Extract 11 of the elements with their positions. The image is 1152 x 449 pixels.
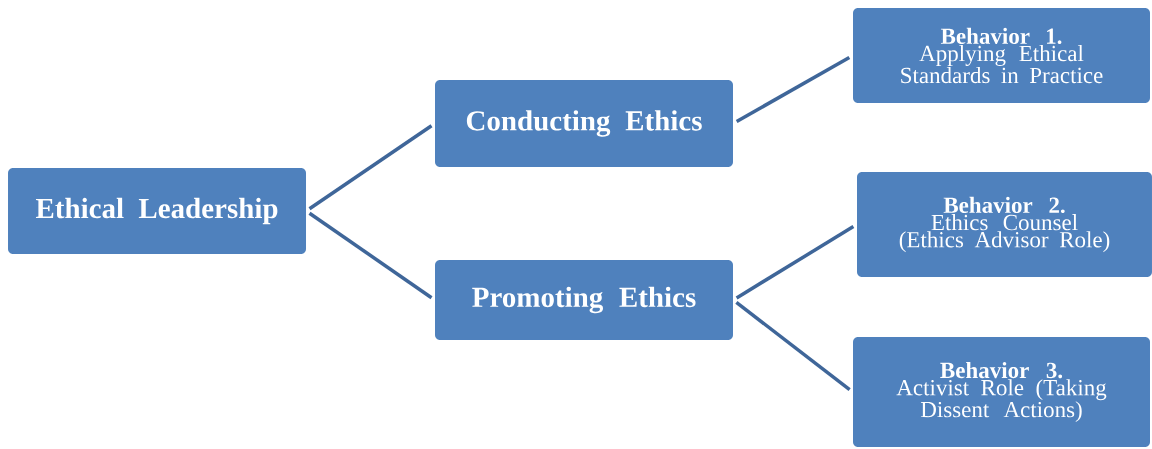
connector-line xyxy=(735,55,851,124)
concept-box: Ethical Leadership xyxy=(8,168,306,254)
connector-line xyxy=(308,124,433,211)
behavior-box: Behavior 3. Activist Role (Taking Dissent Actions) xyxy=(853,337,1150,447)
connector-line xyxy=(308,211,433,300)
behavior-box: Behavior 1. Applying Ethical Standards in Practice xyxy=(853,8,1150,103)
connector-line xyxy=(735,301,851,391)
behavior-box: Behavior 2. Ethics Counsel (Ethics Advisor Role) xyxy=(857,172,1152,277)
concept-box: Promoting Ethics xyxy=(435,260,733,340)
concept-box: Conducting Ethics xyxy=(435,80,733,167)
connector-line xyxy=(735,225,855,300)
